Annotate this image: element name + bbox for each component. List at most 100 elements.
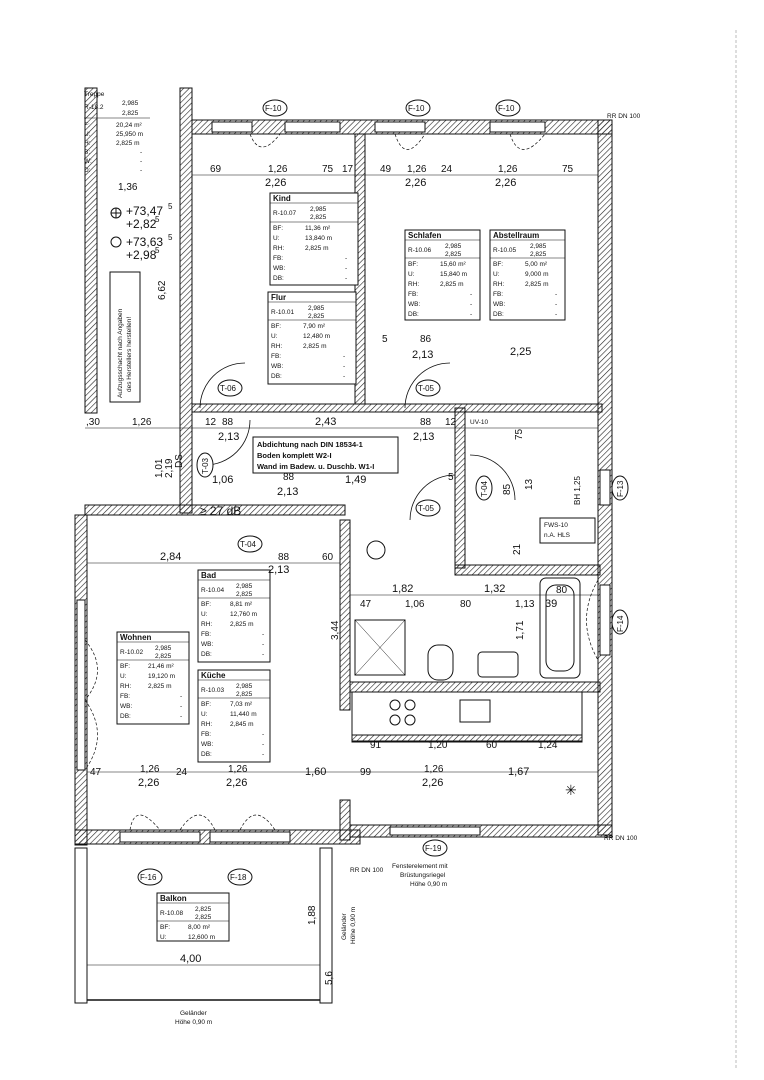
plan-label: R-10.05 <box>493 247 517 254</box>
plan-label: BF: <box>493 261 503 268</box>
plan-label: 2,985 <box>236 583 253 590</box>
plan-label: F: <box>84 122 90 129</box>
plan-label: Geländer <box>341 912 348 940</box>
plan-label: 13,840 m <box>305 235 332 242</box>
room-name: Küche <box>201 671 226 680</box>
toilet <box>427 644 454 681</box>
window-tag: F-13 <box>616 480 625 497</box>
plan-label: - <box>470 311 472 318</box>
plan-label: 2,825 <box>530 251 547 258</box>
window-tag: F-19 <box>425 844 442 853</box>
window-tag: F-10 <box>408 104 425 113</box>
room-table-bad: Bad R-10.04 2,985 2,825 BF:8,81 m² U:12,… <box>197 569 271 663</box>
plan-label: 1,36 <box>118 182 138 193</box>
plan-label: DS <box>174 454 185 468</box>
plan-label: BF: <box>201 601 211 608</box>
plan-label: - <box>140 149 142 156</box>
plan-label: 15,60 m² <box>440 261 466 268</box>
plan-label: 2,985 <box>310 206 327 213</box>
plan-label: 2,26 <box>226 777 247 789</box>
plan-label: 1,82 <box>392 583 413 595</box>
plan-label: 1,24 <box>538 740 558 751</box>
room-table-abstellraum: Abstellraum R-10.05 2,985 2,825 BF:5,00 … <box>489 229 566 321</box>
plan-label: 1,26 <box>140 764 160 775</box>
plan-label: - <box>140 158 142 165</box>
plan-label: T-05 <box>418 504 435 513</box>
plan-label: RH: <box>201 721 212 728</box>
plan-label: 1,26 <box>498 164 518 175</box>
window-tag: F-10 <box>498 104 515 113</box>
plan-label: 2,825 <box>195 914 212 921</box>
plan-label: 2,43 <box>315 416 336 428</box>
plan-label: T-06 <box>220 384 237 393</box>
plan-label: - <box>180 693 182 700</box>
plan-label: 7,90 m² <box>303 323 326 330</box>
plan-label: 1,26 <box>424 764 444 775</box>
plan-label: FB: <box>201 731 211 738</box>
plan-label: - <box>343 373 345 380</box>
room-name: Schlafen <box>408 231 441 240</box>
room-name: Abstellraum <box>493 231 539 240</box>
staircase-code: R-18.2 <box>84 104 104 111</box>
plan-label: 1,26 <box>228 764 248 775</box>
plan-label: 2,13 <box>268 564 289 576</box>
plan-label: 2,825 <box>236 591 253 598</box>
plan-label: 2,19 <box>164 458 175 478</box>
plan-label: 12,480 m <box>303 333 330 340</box>
plan-label: Fensterelement mit <box>392 863 448 870</box>
plan-label: UV-10 <box>470 419 488 426</box>
plan-label: B: <box>84 149 90 156</box>
plan-label: Höhe 0,90 m <box>410 881 447 888</box>
plan-label: 8,81 m² <box>230 601 253 608</box>
rr-label: RR DN 100 <box>604 835 638 842</box>
plan-label: 5 <box>168 202 173 211</box>
plan-label: Abdichtung nach DIN 18534-1 <box>257 440 363 449</box>
plan-label: FB: <box>273 255 283 262</box>
plan-label: 2,825 m <box>525 281 549 288</box>
plan-label: 1,01 <box>154 458 165 478</box>
plan-label: DB: <box>493 311 504 318</box>
room-table-balkon: Balkon R-10.08 2,825 2,825 BF:8,00 m² U:… <box>156 892 230 942</box>
plan-label: 2,13 <box>277 486 298 498</box>
plan-label: 7,03 m² <box>230 701 253 708</box>
plan-label: 2,985 <box>530 243 547 250</box>
plan-label: FWS-10 <box>544 522 568 529</box>
plan-label: 60 <box>322 552 334 563</box>
plan-label: WB: <box>273 265 285 272</box>
plan-label: 2,26 <box>422 777 443 789</box>
plan-label: 24 <box>441 164 453 175</box>
plan-label: FB: <box>493 291 503 298</box>
plan-label: 1,26 <box>132 417 152 428</box>
plan-label: n.A. HLS <box>544 532 571 539</box>
plan-label: 11,36 m² <box>305 225 331 232</box>
room-name: Flur <box>271 293 286 302</box>
plan-label: - <box>262 641 264 648</box>
plan-label: T-04 <box>240 540 257 549</box>
plan-label: 88 <box>283 472 295 483</box>
plan-label: 39 <box>545 598 557 610</box>
plan-label: 12,760 m <box>230 611 257 618</box>
plan-label: U: <box>271 333 278 340</box>
kitchen-sink <box>459 699 491 723</box>
window-tags: F-10 F-10 F-10 F-13 F-14 F-16 F-18 F-19 <box>137 99 629 886</box>
room-table-kind: Kind R-10.07 2,985 2,825 BF:11,36 m² U:1… <box>269 192 359 286</box>
plan-label: 12 <box>205 417 217 428</box>
plan-label: DB: <box>201 751 212 758</box>
plan-label: 5 <box>382 334 388 345</box>
plan-label: - <box>345 265 347 272</box>
plan-label: ,30 <box>86 417 100 428</box>
plan-label: - <box>555 311 557 318</box>
plan-label: WB: <box>408 301 420 308</box>
plan-label: D: <box>84 167 91 174</box>
elevator-note: Aufzugsschacht nach Angaben des Herstell… <box>117 308 133 398</box>
plan-label: 11,440 m <box>230 711 257 718</box>
plan-label: - <box>343 353 345 360</box>
plan-label: R-10.03 <box>201 687 225 694</box>
plan-label: U: <box>408 271 415 278</box>
plan-label: 19,120 m <box>148 673 175 680</box>
room-name: Wohnen <box>120 633 152 642</box>
plan-label: 47 <box>90 767 102 778</box>
plan-label: 1,20 <box>428 740 448 751</box>
plan-label: 88 <box>222 417 234 428</box>
plan-label: BF: <box>160 924 170 931</box>
